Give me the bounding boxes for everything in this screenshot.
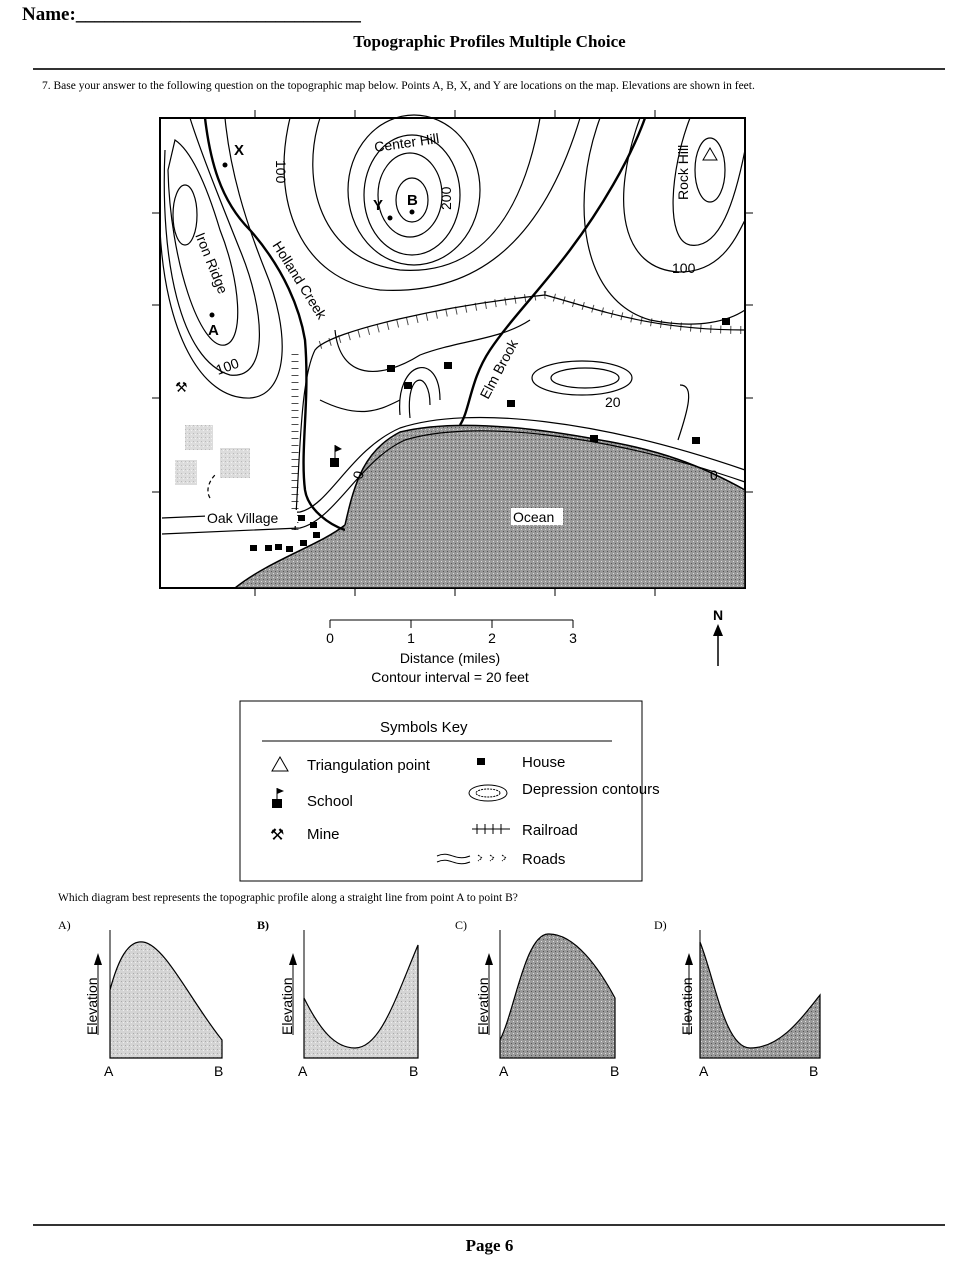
label-point-a: A [208, 322, 219, 339]
choice-c-profile[interactable] [485, 930, 616, 1059]
house-icon [477, 758, 485, 765]
label-oak-village: Oak Village [207, 510, 279, 526]
scale-tick-label: 0 [326, 630, 334, 646]
profile-start-label: A [499, 1063, 509, 1079]
choice-b-profile[interactable] [289, 930, 419, 1059]
contour-label-200: 200 [438, 186, 454, 210]
key-school-label: School [307, 793, 353, 810]
elevation-axis-label: Elevation [679, 977, 695, 1035]
orchard-dots [175, 425, 250, 485]
choice-b-label[interactable]: B) [257, 918, 269, 932]
name-blank[interactable]: ______________________________ [75, 4, 361, 25]
contour-interval: Contour interval = 20 feet [371, 669, 529, 685]
scale-bar [329, 619, 574, 628]
contour-lines [159, 114, 746, 441]
header-rule [33, 68, 945, 70]
symbols-key: Symbols Key Triangulation point School M… [239, 700, 660, 882]
page-title: Topographic Profiles Multiple Choice [353, 32, 626, 51]
roads [161, 367, 746, 535]
label-point-b: B [407, 192, 418, 209]
contour-label-100: 100 [214, 355, 242, 378]
triangulation-icon [271, 755, 289, 772]
footer-rule [33, 1224, 945, 1226]
depression-icon [468, 784, 508, 802]
label-point-y: Y [373, 197, 383, 214]
key-railroad-label: Railroad [522, 822, 578, 839]
railroad-icon [472, 824, 510, 834]
scale-title: Distance (miles) [400, 650, 500, 666]
contour-label-100: 100 [273, 160, 289, 184]
elm-brook [458, 117, 647, 426]
holland-creek [203, 117, 346, 532]
profile-end-label: B [214, 1063, 223, 1079]
key-roads-label: Roads [522, 851, 565, 868]
contour-label-0: 0 [710, 467, 718, 483]
profile-end-label: B [809, 1063, 818, 1079]
label-ocean: Ocean [513, 509, 554, 525]
profile-end-label: B [409, 1063, 418, 1079]
scale-tick-label: 1 [407, 630, 415, 646]
key-triangulation-label: Triangulation point [307, 757, 431, 774]
question-intro: 7. Base your answer to the following que… [42, 80, 755, 92]
choice-d-label[interactable]: D) [654, 918, 667, 932]
contour-label-0: 0 [349, 469, 367, 481]
key-title: Symbols Key [380, 719, 468, 736]
page-number: Page 6 [465, 1236, 514, 1255]
choice-a-profile[interactable] [94, 930, 223, 1059]
scale-tick-label: 2 [488, 630, 496, 646]
choice-c-label[interactable]: C) [455, 918, 467, 932]
contour-label-20: 20 [605, 394, 621, 410]
profile-start-label: A [104, 1063, 114, 1079]
question-intro-text: Base your answer to the following questi… [53, 80, 755, 92]
label-rock-hill: Rock Hill [675, 145, 691, 200]
railroad [291, 290, 746, 531]
houses [250, 318, 730, 552]
question-number: 7. [42, 80, 51, 92]
elevation-axis-label: Elevation [84, 977, 100, 1035]
name-label: Name:______________________________ [22, 4, 361, 26]
profile-start-label: A [298, 1063, 308, 1079]
mine-icon: ⚒ [175, 379, 188, 395]
profile-start-label: A [699, 1063, 709, 1079]
key-depression-label: Depression contours [522, 781, 660, 798]
name-label-text: Name: [22, 4, 76, 25]
triangulation-point-icon [702, 147, 718, 161]
answer-choices: Elevation Elevation Elevation Elevation … [84, 930, 821, 1079]
north-arrow-icon [713, 624, 723, 666]
map-points [209, 162, 415, 318]
map-ticks [152, 110, 753, 596]
choice-d-profile[interactable] [685, 930, 821, 1059]
ocean-area [232, 424, 746, 589]
elevation-axis-label: Elevation [279, 977, 295, 1035]
streams [203, 117, 647, 532]
scale-tick-label: 3 [569, 630, 577, 646]
mine-icon: ⚒ [270, 827, 284, 844]
label-point-x: X [234, 142, 244, 159]
roads-icon [436, 853, 507, 865]
question-prompt: Which diagram best represents the topogr… [58, 892, 518, 904]
north-label: N [713, 607, 723, 623]
map: ⚒ X Y B A Center Hill Rock Hill Iron Rid… [152, 110, 753, 596]
key-house-label: House [522, 754, 565, 771]
school-icon [272, 788, 284, 808]
profile-end-label: B [610, 1063, 619, 1079]
key-mine-label: Mine [307, 826, 340, 843]
choice-a-label[interactable]: A) [58, 918, 71, 932]
elevation-axis-label: Elevation [475, 977, 491, 1035]
contour-label-100: 100 [672, 260, 696, 276]
